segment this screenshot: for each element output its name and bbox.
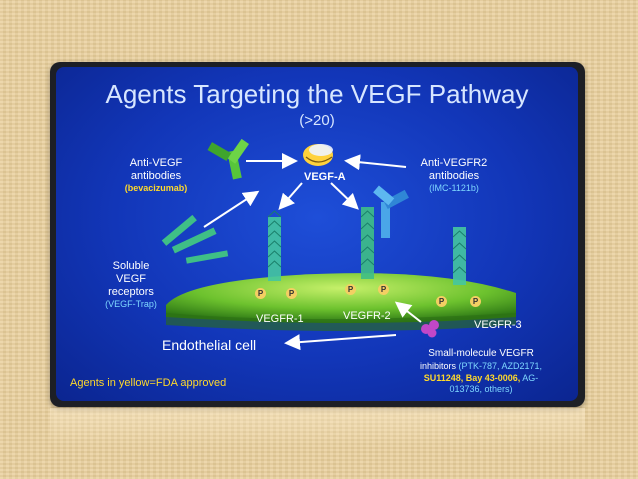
anti-vegf-line2: antibodies <box>130 170 182 182</box>
inhibitors-label: inhibitors <box>419 361 459 371</box>
vegfr-3-label: VEGFR-3 <box>474 319 522 331</box>
vegfr-1-receptor-icon <box>267 210 282 281</box>
other-inhibitors: AG- <box>520 373 539 383</box>
small-molecule-block: Small-molecule VEGFR inhibitors (PTK-787… <box>396 347 566 394</box>
arrow-anti-vegfr2-to-vegf <box>344 154 407 171</box>
arrow-vegf-to-vegfr2 <box>330 182 359 210</box>
slide-panel: Agents Targeting the VEGF Pathway (>20) … <box>56 67 578 401</box>
anti-vegf-block: Anti-VEGF antibodies (bevacizumab) <box>106 157 206 193</box>
soluble-line1: Soluble <box>112 260 150 272</box>
arrow-inhibitor-to-cell <box>284 334 397 351</box>
small-molecule-line1: Small-molecule VEGFR <box>428 348 534 359</box>
endothelial-cell-label: Endothelial cell <box>162 337 257 353</box>
endothelial-cell <box>166 273 516 323</box>
soluble-line2: VEGF <box>116 273 146 285</box>
vegfr-2-label: VEGFR-2 <box>343 310 391 322</box>
inhibitors-agents: (PTK-787, AZD2171, <box>458 361 543 371</box>
arrow-trap-to-vegf <box>203 190 260 228</box>
small-molecule-line2: inhibitors (PTK-787, AZD2171, <box>396 360 566 372</box>
vegfr-1-label: VEGFR-1 <box>256 313 304 325</box>
fda-footnote: Agents in yellow=FDA approved <box>70 377 227 389</box>
phospho-marker: P <box>286 288 297 299</box>
anti-vegf-agent: (bevacizumab) <box>124 183 188 193</box>
fda-approved-inhibitors: SU11248, Bay 43-0006, <box>423 373 521 383</box>
arrow-vegf-to-vegfr1 <box>278 182 303 211</box>
vegf-a-molecule-icon <box>303 144 333 166</box>
soluble-receptor-block: Soluble VEGF receptors (VEGF-Trap) <box>96 260 166 309</box>
vegf-a-label: VEGF-A <box>304 171 346 183</box>
anti-vegf-antibody-icon <box>207 138 249 180</box>
phospho-marker: P <box>470 296 481 307</box>
soluble-line3: receptors <box>108 286 154 298</box>
slide-title: Agents Targeting the VEGF Pathway <box>105 79 529 109</box>
anti-vegfr2-line2: antibodies <box>428 170 480 182</box>
small-molecule-line4: 013736, others) <box>449 384 513 394</box>
slide-subtitle: (>20) <box>299 112 335 129</box>
small-molecule-line3: SU11248, Bay 43-0006, AG- <box>396 372 566 384</box>
vegfr-2-receptor-icon <box>360 207 375 279</box>
slide-reflection <box>50 408 585 448</box>
phospho-marker: P <box>378 284 389 295</box>
phospho-marker: P <box>345 284 356 295</box>
anti-vegf-line1: Anti-VEGF <box>129 157 183 169</box>
pathway-diagram <box>161 138 516 351</box>
arrow-inhibitor-to-vegfr2 <box>394 301 422 323</box>
anti-vegfr2-line1: Anti-VEGFR2 <box>420 157 488 169</box>
soluble-agent: (VEGF-Trap) <box>105 299 157 309</box>
anti-vegfr2-block: Anti-VEGFR2 antibodies (IMC-1121b) <box>404 157 504 193</box>
anti-vegfr2-antibody-icon <box>373 185 409 238</box>
small-molecule-inhibitor-icon <box>421 320 439 338</box>
anti-vegfr2-agent: (IMC-1121b) <box>429 183 479 193</box>
phospho-marker: P <box>436 296 447 307</box>
vegfr-3-receptor-icon <box>452 227 467 285</box>
phospho-marker: P <box>255 288 266 299</box>
vegf-trap-icon <box>161 214 229 264</box>
